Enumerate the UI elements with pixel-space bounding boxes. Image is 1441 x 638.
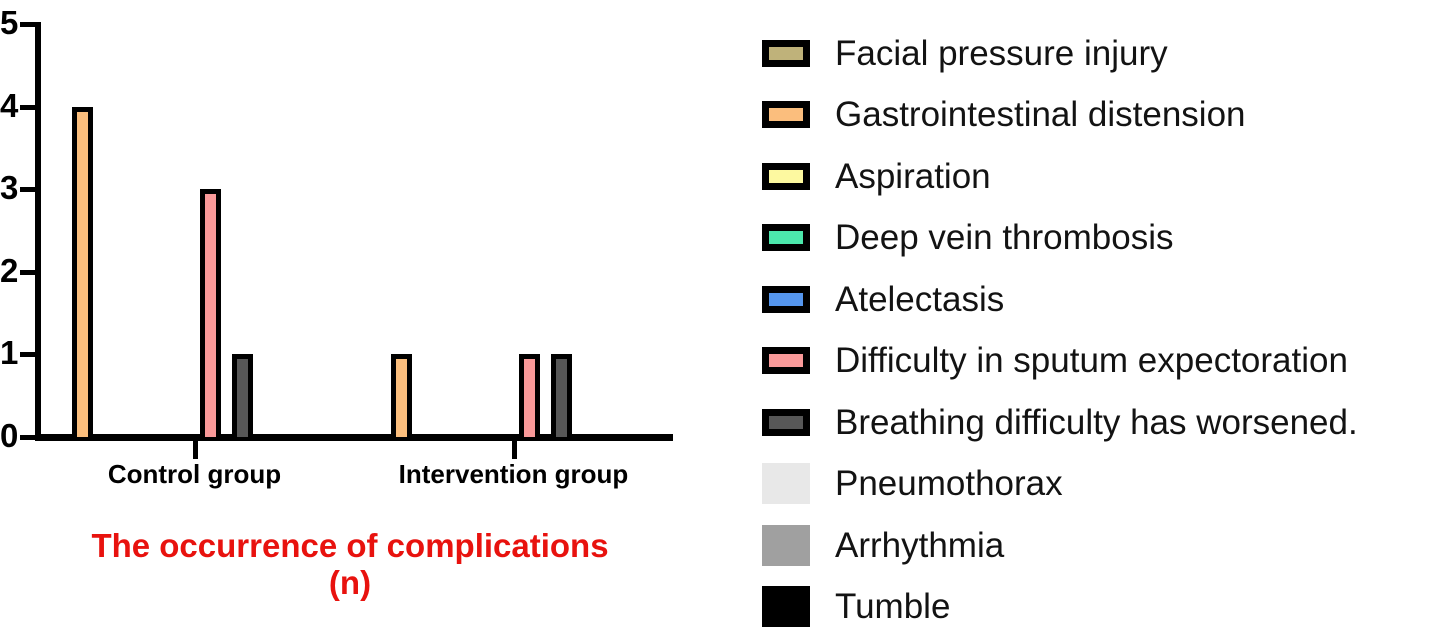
legend-item-label: Gastrointestinal distension (835, 95, 1246, 134)
y-axis-tick-label: 2 (0, 251, 19, 289)
plot-panel: 5 4 3 2 1 0 Control group Intervention group T… (0, 4, 680, 602)
bar (232, 354, 253, 437)
legend-swatch-icon (762, 408, 810, 436)
y-axis-tick (20, 352, 36, 358)
legend-item[interactable]: Aspiration (762, 145, 991, 207)
legend-swatch-icon (762, 224, 810, 251)
legend-item-label: Tumble (835, 587, 951, 626)
legend-swatch-icon (762, 586, 810, 627)
x-axis-group-label: Control group (107, 459, 282, 489)
legend-item-label: Aspiration (835, 156, 991, 196)
bar (72, 106, 93, 437)
legend-item[interactable]: Atelectasis (762, 268, 1004, 330)
legend-item-label: Difficulty in sputum expectoration (835, 341, 1348, 380)
legend-item-label: Breathing difficulty has worsened. (835, 402, 1358, 442)
y-axis-tick-label: 5 (0, 4, 19, 41)
x-axis-group-label: Intervention group (398, 459, 629, 489)
y-axis-tick (20, 22, 36, 27)
chart-title-line: (n) (328, 563, 372, 601)
legend-item[interactable]: Tumble (762, 576, 950, 638)
chart-title-line: The occurrence of complications (91, 527, 609, 564)
legend-item-label: Pneumothorax (835, 464, 1063, 503)
legend-item[interactable]: Facial pressure injury (762, 22, 1168, 84)
legend-swatch-icon (762, 347, 810, 374)
bar (551, 354, 572, 437)
legend-swatch-icon (762, 101, 810, 128)
y-axis-tick-label: 3 (0, 169, 19, 207)
x-axis-tick (511, 441, 517, 459)
legend-item[interactable]: Pneumothorax (762, 453, 1063, 515)
legend-item[interactable]: Deep vein thrombosis (762, 207, 1174, 269)
legend-item[interactable]: Breathing difficulty has worsened. (762, 391, 1358, 453)
legend-swatch-icon (762, 285, 810, 313)
legend-item-label: Arrhythmia (835, 525, 1005, 565)
legend-item[interactable]: Difficulty in sputum expectoration (762, 330, 1348, 392)
legend-item-label: Atelectasis (835, 279, 1005, 319)
y-axis-tick (20, 187, 36, 193)
legend-item[interactable]: Arrhythmia (762, 514, 1004, 576)
y-axis-tick-label: 1 (0, 334, 19, 372)
legend-swatch-icon (762, 39, 810, 67)
x-axis-line (35, 434, 673, 441)
chart-title: The occurrence of complications(n) (20, 527, 680, 602)
x-axis-tick (192, 441, 198, 459)
y-axis-line (35, 22, 41, 440)
y-axis-tick-label: 4 (0, 86, 19, 124)
y-axis-tick-label: 0 (0, 417, 19, 454)
bar (391, 354, 412, 437)
y-axis-tick (20, 269, 36, 275)
y-axis-tick (20, 435, 36, 440)
y-axis-tick (20, 104, 36, 110)
legend-item[interactable]: Gastrointestinal distension (762, 84, 1246, 146)
bar (519, 354, 540, 437)
legend-swatch-icon (762, 524, 810, 566)
legend-swatch-icon (762, 162, 810, 190)
legend-swatch-icon (762, 463, 810, 504)
legend-item-label: Facial pressure injury (835, 33, 1168, 73)
legend-item-label: Deep vein thrombosis (835, 218, 1174, 257)
bar (200, 189, 221, 437)
